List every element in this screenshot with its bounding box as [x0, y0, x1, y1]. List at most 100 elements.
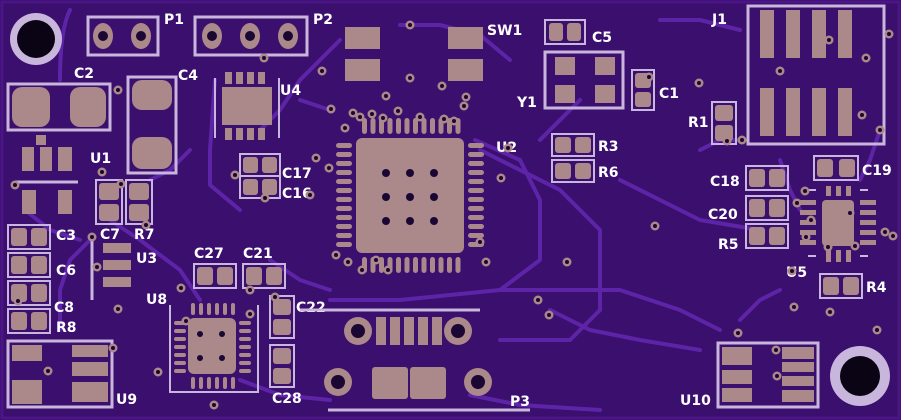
u8-pin [199, 377, 203, 389]
u2-pin [468, 215, 484, 220]
u8-pin [239, 321, 251, 325]
via-hole [46, 369, 50, 373]
via-hole [212, 403, 216, 407]
via-hole [95, 265, 99, 269]
via-hole [725, 139, 729, 143]
via-hole [478, 240, 482, 244]
u8-pin [231, 377, 235, 389]
capacitor-c3 [7, 224, 51, 250]
via-hole [320, 69, 324, 73]
u2-pin [336, 143, 352, 148]
resistor-r6 [551, 159, 595, 183]
u2-pin [468, 224, 484, 229]
u2-pin [387, 118, 393, 134]
via-hole [358, 115, 362, 119]
u2-pin [468, 152, 484, 157]
ic-u4 [214, 72, 280, 140]
u2-pin [468, 206, 484, 211]
u8-pin [207, 303, 211, 315]
u2-pin [336, 215, 352, 220]
via-hole [116, 88, 120, 92]
capacitor-c8 [7, 280, 51, 306]
switch-sw1 [345, 27, 483, 81]
via-hole [418, 115, 422, 119]
label-p2: P2 [313, 12, 333, 28]
label-c8: C8 [54, 300, 74, 316]
crystal-y1 [543, 50, 625, 110]
ic-u3 [90, 240, 131, 300]
via-hole [740, 138, 744, 142]
u2-pin [336, 161, 352, 166]
via-hole [462, 104, 466, 108]
label-c19: C19 [862, 163, 892, 179]
u2-pin [468, 188, 484, 193]
via-hole [774, 348, 778, 352]
via-hole [736, 331, 740, 335]
label-c3: C3 [56, 228, 76, 244]
u2-pin [336, 233, 352, 238]
label-sw1: SW1 [487, 23, 522, 39]
u2-pin [468, 233, 484, 238]
via-hole [13, 183, 17, 187]
via-hole [308, 193, 312, 197]
via-hole [452, 119, 456, 123]
label-u8: U8 [146, 292, 167, 308]
u2-pin [421, 257, 427, 273]
u8-pin [239, 353, 251, 357]
via-hole [263, 196, 267, 200]
resistor-r8 [7, 308, 51, 334]
capacitor-c7 [95, 179, 123, 225]
label-y1: Y1 [516, 95, 537, 111]
via-hole [887, 32, 891, 36]
via-hole [565, 260, 569, 264]
via-hole [248, 288, 252, 292]
label-c17: C17 [282, 166, 312, 182]
u2-pin [421, 118, 427, 134]
label-r1: R1 [688, 115, 709, 131]
via-hole [653, 224, 657, 228]
header-p1 [86, 15, 160, 57]
vias [10, 20, 898, 410]
header-p2 [193, 15, 309, 57]
u8-pin [223, 377, 227, 389]
via-hole [809, 218, 813, 222]
copper-traces [23, 8, 882, 412]
via-hole [351, 111, 355, 115]
via-hole [827, 38, 831, 42]
via-hole [860, 113, 864, 117]
u2-pin [413, 257, 418, 273]
label-r6: R6 [598, 165, 619, 181]
u8-pin [239, 337, 251, 341]
u2-pin [396, 257, 401, 273]
via-hole [346, 260, 350, 264]
via-hole [804, 235, 808, 239]
ic-u2-thermal-vias [382, 169, 438, 225]
u8-pin [174, 361, 186, 365]
u8-pin [199, 303, 203, 315]
via-hole [792, 305, 796, 309]
label-u3: U3 [136, 251, 157, 267]
u8-pin [215, 303, 219, 315]
label-c18: C18 [710, 174, 740, 190]
label-p3: P3 [510, 394, 530, 410]
label-r7: R7 [134, 227, 155, 243]
u2-pin [362, 118, 367, 134]
label-u9: U9 [116, 392, 137, 408]
capacitor-c20 [745, 195, 789, 221]
via-hole [697, 81, 701, 85]
capacitor-c22 [269, 295, 295, 339]
via-hole [111, 346, 115, 350]
via-hole [374, 258, 378, 262]
resistor-r4 [819, 273, 863, 299]
u8-pin [239, 361, 251, 365]
label-r8: R8 [56, 320, 77, 336]
u8-pin [223, 303, 227, 315]
via-hole [795, 201, 799, 205]
u2-pin [336, 206, 352, 211]
via-hole [883, 230, 887, 234]
via-hole [547, 313, 551, 317]
via-hole [334, 253, 338, 257]
u8-pin [174, 369, 186, 373]
via-hole [536, 298, 540, 302]
ic-u9 [6, 339, 114, 409]
